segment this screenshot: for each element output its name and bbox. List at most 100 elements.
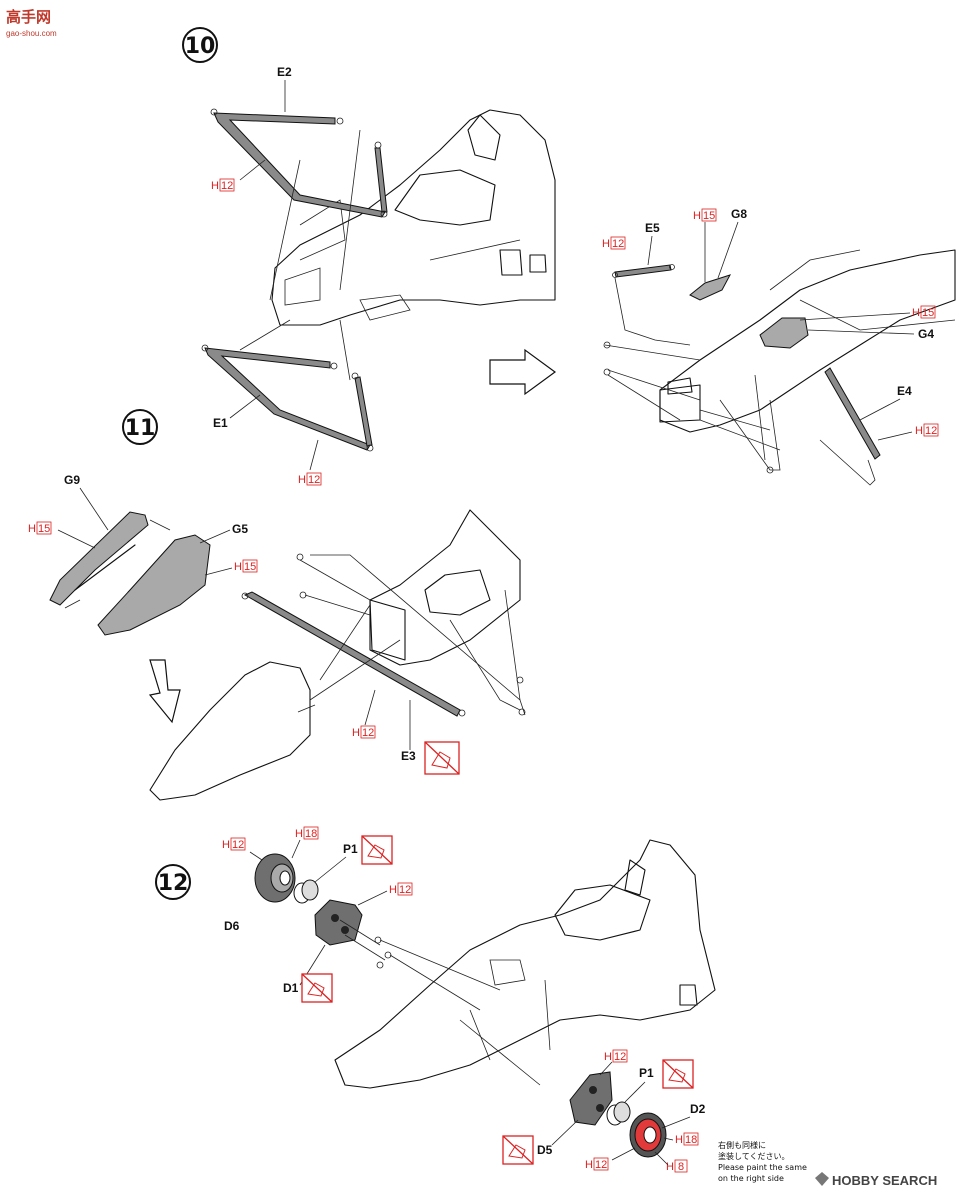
car-front-step11	[296, 509, 526, 716]
paint-h15-g5: H 15	[234, 559, 258, 573]
nose-cone	[149, 661, 316, 801]
svg-text:12: 12	[399, 884, 411, 896]
hobby-search-logo: HOBBY SEARCH	[815, 1172, 937, 1188]
label-p1-top: P1	[343, 842, 358, 856]
paint-h12-d2: H 12	[585, 1157, 609, 1171]
svg-text:H: H	[298, 474, 306, 486]
watermark-url: gao-shou.com	[6, 29, 57, 38]
label-g4: G4	[918, 327, 934, 341]
svg-text:10: 10	[185, 34, 216, 59]
step-10-badge: 10	[182, 27, 218, 63]
paint-h12-d5: H 12	[604, 1049, 628, 1063]
svg-text:H: H	[675, 1134, 683, 1146]
svg-text:HOBBY SEARCH: HOBBY SEARCH	[832, 1173, 937, 1188]
label-e3: E3	[401, 749, 416, 763]
part-p1-collar: P1	[293, 842, 358, 904]
paint-h12-d1: H 12	[389, 882, 413, 896]
svg-text:右側も同様に: 右側も同様に	[718, 1140, 766, 1150]
svg-text:H: H	[666, 1161, 674, 1173]
label-e2: E2	[277, 65, 292, 79]
car-front-step10-result	[603, 249, 956, 474]
label-d2: D2	[690, 1102, 706, 1116]
label-d5: D5	[537, 1143, 553, 1157]
svg-text:H: H	[211, 180, 219, 192]
label-g9: G9	[64, 473, 80, 487]
arrow-right	[489, 348, 557, 396]
svg-text:H: H	[693, 210, 701, 222]
svg-text:H: H	[389, 884, 397, 896]
paint-h8-d2: H 8	[666, 1159, 688, 1173]
paint-h12-e1: H 12	[298, 472, 322, 486]
paint-h18-d2: H 18	[675, 1132, 699, 1146]
svg-text:12: 12	[232, 839, 244, 851]
part-g8-mirror: G8	[689, 207, 747, 301]
svg-text:H: H	[295, 828, 303, 840]
watermark-title: 高手网	[6, 8, 51, 26]
paint-h12-d6: H 12	[222, 837, 246, 851]
svg-text:H: H	[604, 1051, 612, 1063]
no-glue-icon-p1-bottom	[662, 1059, 694, 1089]
label-d1: D1	[283, 981, 299, 995]
paint-h12-e5: H 12	[602, 236, 626, 250]
part-e2-arm: E2	[210, 65, 388, 218]
no-glue-icon-p1-top	[361, 835, 393, 865]
arrow-down	[148, 659, 181, 724]
part-g5-cover: G5	[97, 522, 248, 636]
part-g4-cover: G4	[759, 317, 934, 349]
svg-text:12: 12	[158, 871, 189, 896]
part-e5-link: E5	[612, 221, 691, 346]
part-p1-collar-bottom: P1	[606, 1066, 654, 1126]
svg-text:18: 18	[685, 1134, 697, 1146]
svg-text:12: 12	[308, 474, 320, 486]
svg-text:8: 8	[678, 1161, 684, 1173]
svg-text:H: H	[912, 307, 920, 319]
step-12-badge: 12	[155, 864, 191, 900]
label-g5: G5	[232, 522, 248, 536]
label-p1-bottom: P1	[639, 1066, 654, 1080]
no-glue-icon-d5	[502, 1135, 534, 1165]
part-d2-disc: D2	[629, 1102, 706, 1158]
paint-h15-g4: H 15	[912, 305, 936, 319]
part-d5-upright: D5	[537, 1071, 613, 1157]
paint-note: 右側も同様に 塗装してください。 Please paint the same o…	[718, 1140, 807, 1183]
svg-text:H: H	[915, 425, 923, 437]
step-11-badge: 11	[122, 409, 158, 445]
svg-text:15: 15	[703, 210, 715, 222]
svg-text:H: H	[352, 727, 360, 739]
svg-text:12: 12	[614, 1051, 626, 1063]
no-glue-icon-e3	[424, 741, 460, 775]
label-g8: G8	[731, 207, 747, 221]
svg-text:塗装してください。: 塗装してください。	[718, 1151, 790, 1161]
part-e3-rod: E3	[241, 591, 466, 763]
svg-text:15: 15	[922, 307, 934, 319]
svg-text:12: 12	[221, 180, 233, 192]
part-e1-arm: E1	[201, 344, 374, 452]
svg-text:12: 12	[612, 238, 624, 250]
svg-text:12: 12	[362, 727, 374, 739]
label-e4: E4	[897, 384, 912, 398]
label-e5: E5	[645, 221, 660, 235]
svg-text:18: 18	[305, 828, 317, 840]
car-step12	[334, 839, 716, 1089]
paint-h12-e2: H 12	[211, 178, 235, 192]
paint-h15-g8: H 15	[693, 208, 717, 222]
part-g9-fin: G9	[49, 473, 149, 606]
svg-text:H: H	[234, 561, 242, 573]
svg-text:Please paint the same: Please paint the same	[718, 1163, 807, 1172]
paint-h18-d6: H 18	[295, 826, 319, 840]
part-d6-disc: D6	[224, 853, 296, 933]
part-d1-upright: D1	[283, 899, 363, 995]
car-front-step10	[271, 109, 556, 326]
svg-text:11: 11	[125, 416, 156, 441]
svg-text:H: H	[602, 238, 610, 250]
svg-text:H: H	[585, 1159, 593, 1171]
watermark: 高手网 gao-shou.com	[6, 8, 57, 38]
no-glue-icon-d1	[301, 973, 333, 1003]
paint-h12-e4: H 12	[915, 423, 939, 437]
svg-text:15: 15	[38, 523, 50, 535]
label-d6: D6	[224, 919, 240, 933]
svg-text:H: H	[222, 839, 230, 851]
svg-text:H: H	[28, 523, 36, 535]
svg-text:12: 12	[595, 1159, 607, 1171]
